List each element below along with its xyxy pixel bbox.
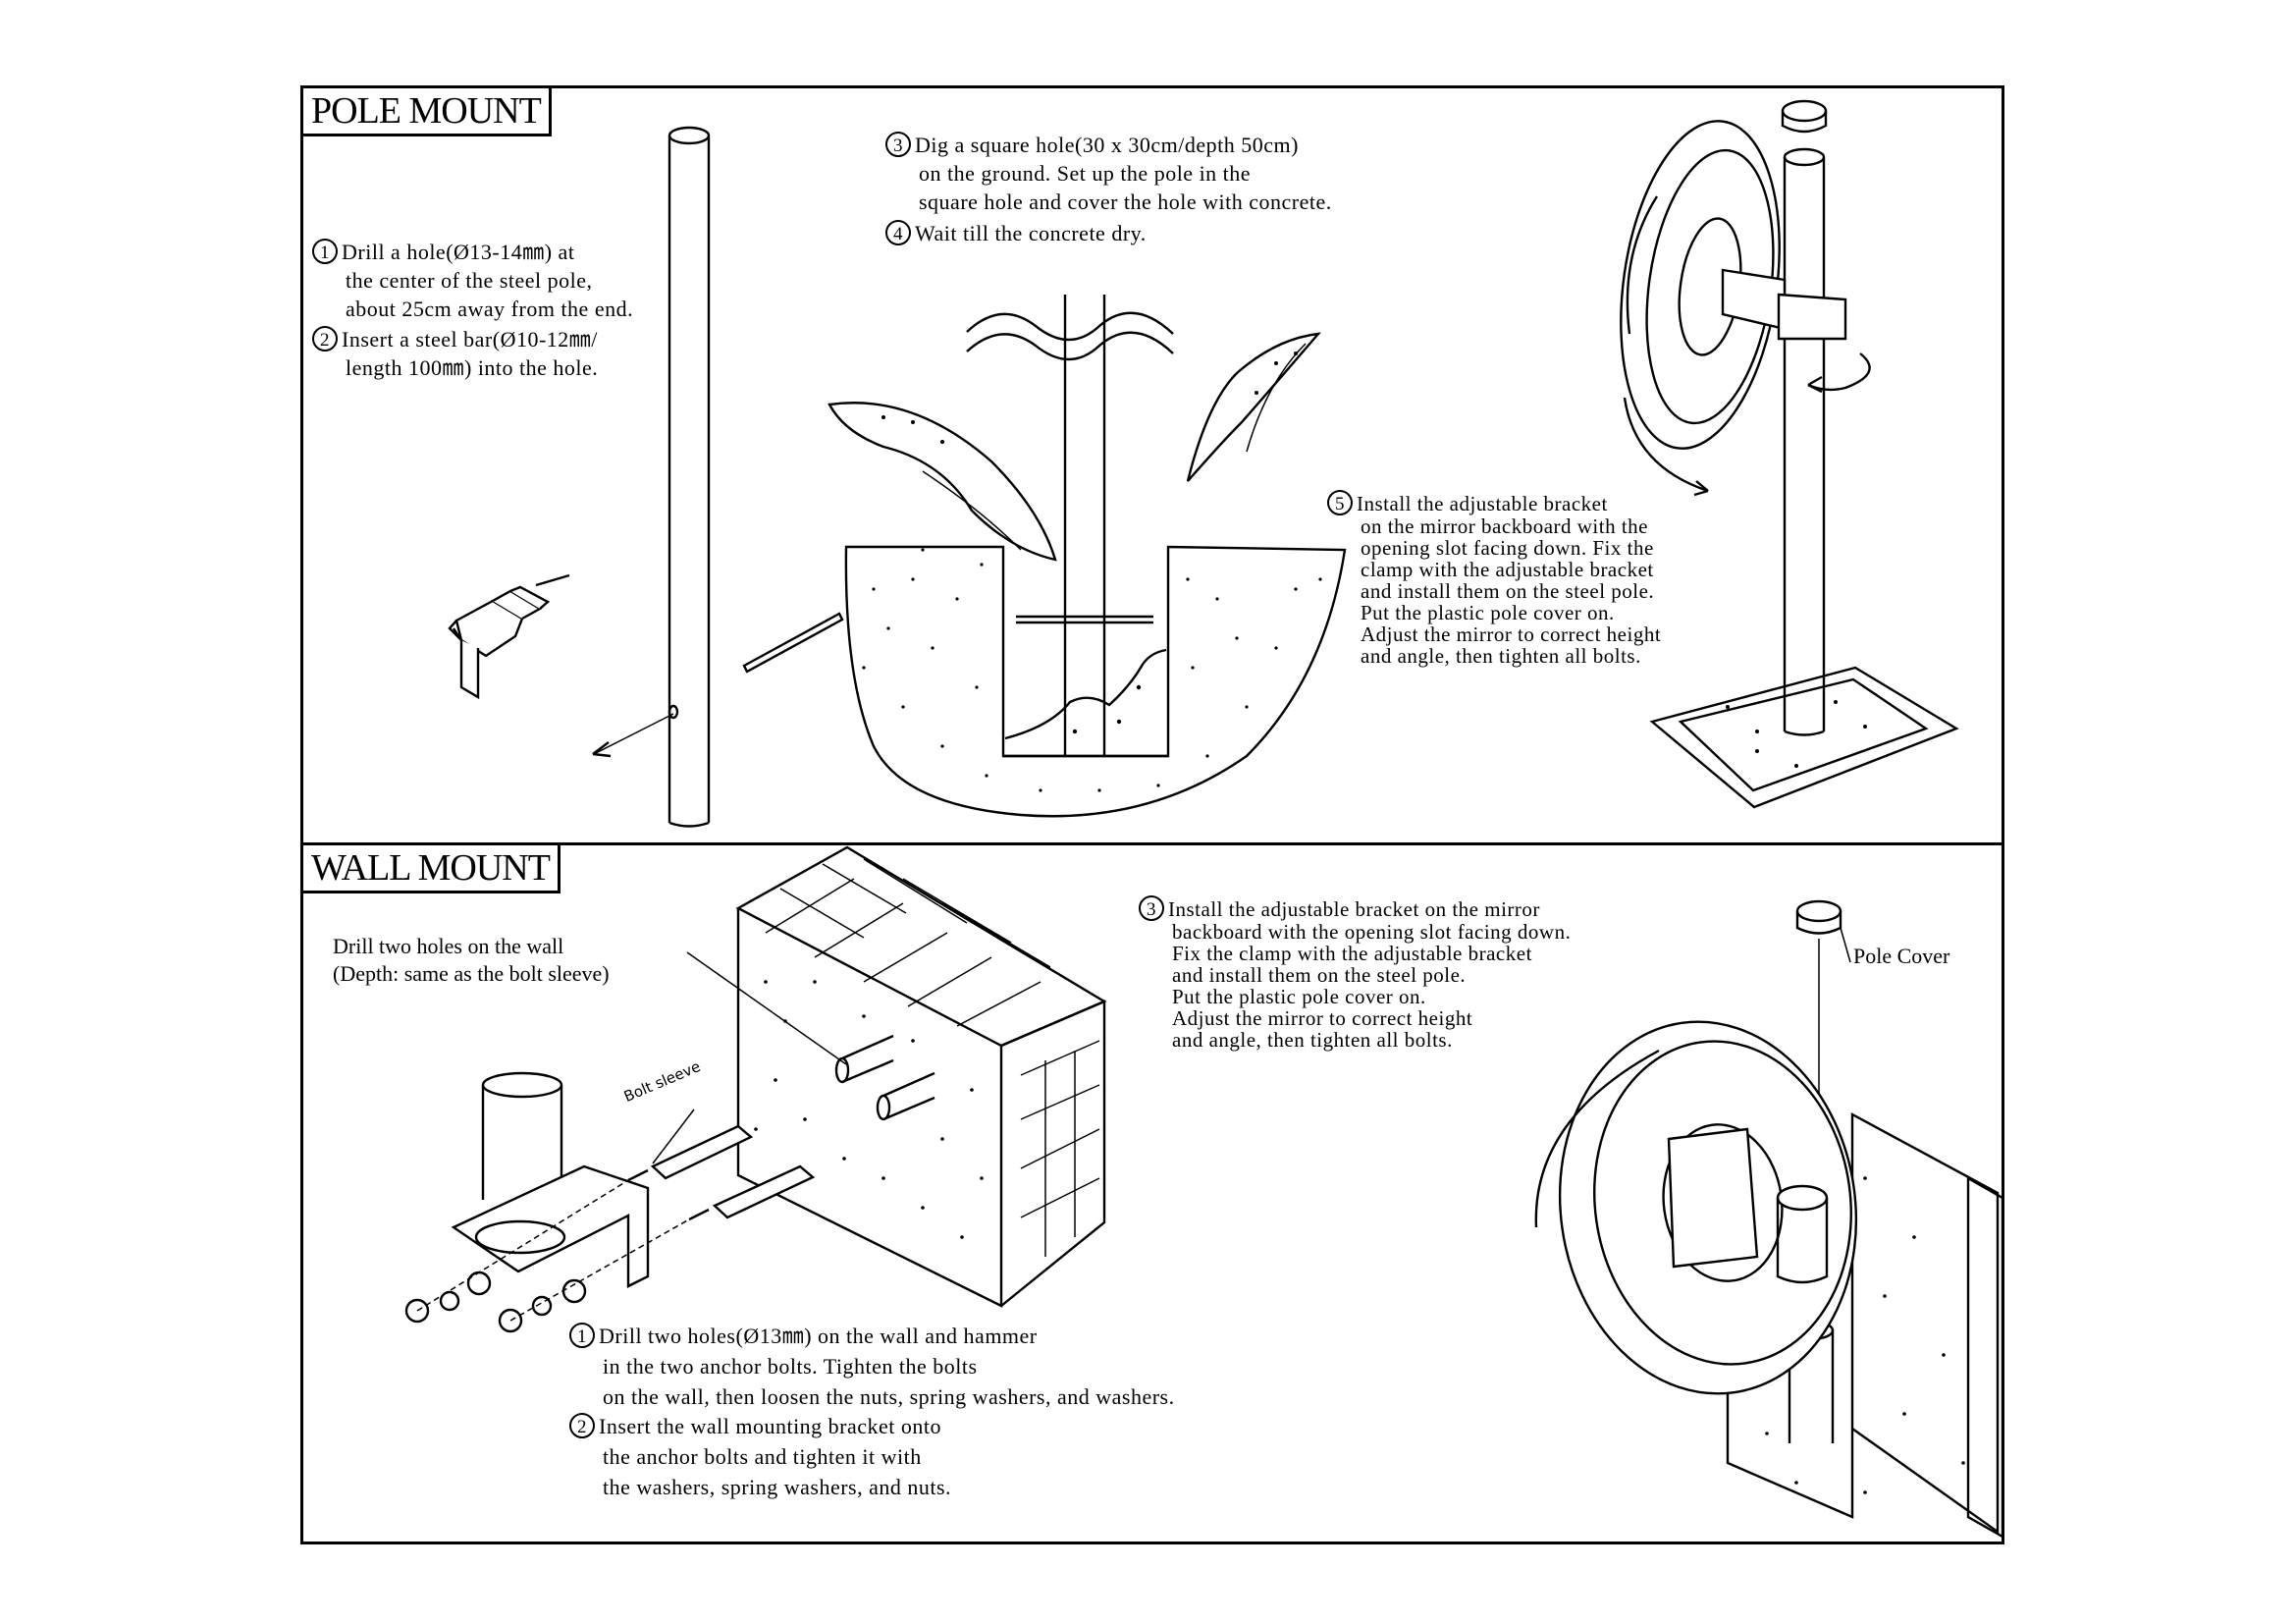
step-number: 2 bbox=[569, 1413, 595, 1438]
wall-mirror-illustration bbox=[1534, 899, 2004, 1540]
section-divider bbox=[300, 842, 2004, 845]
step-number: 1 bbox=[569, 1323, 595, 1348]
wall-mount-title: WALL MOUNT bbox=[300, 842, 561, 893]
drill-icon bbox=[448, 573, 570, 700]
pole-cover-label: Pole Cover bbox=[1853, 944, 1950, 968]
step-number: 3 bbox=[885, 132, 911, 157]
drill-holes-note: Drill two holes on the wall (Depth: same… bbox=[333, 934, 610, 986]
step-number: 4 bbox=[885, 220, 911, 245]
step-number: 1 bbox=[312, 239, 338, 264]
concrete-hole-illustration bbox=[828, 295, 1347, 818]
step-number: 5 bbox=[1327, 490, 1353, 515]
wall-block-illustration bbox=[686, 845, 1107, 1308]
pole-mount-title: POLE MOUNT bbox=[300, 85, 552, 136]
anchor-bolts-bracket-illustration bbox=[404, 1071, 816, 1333]
step-number: 2 bbox=[312, 326, 338, 352]
diagram-frame bbox=[300, 85, 2004, 1544]
pole-mirror-illustration bbox=[1620, 99, 1959, 809]
steel-pole-illustration bbox=[592, 126, 844, 828]
step-number: 3 bbox=[1139, 895, 1164, 921]
